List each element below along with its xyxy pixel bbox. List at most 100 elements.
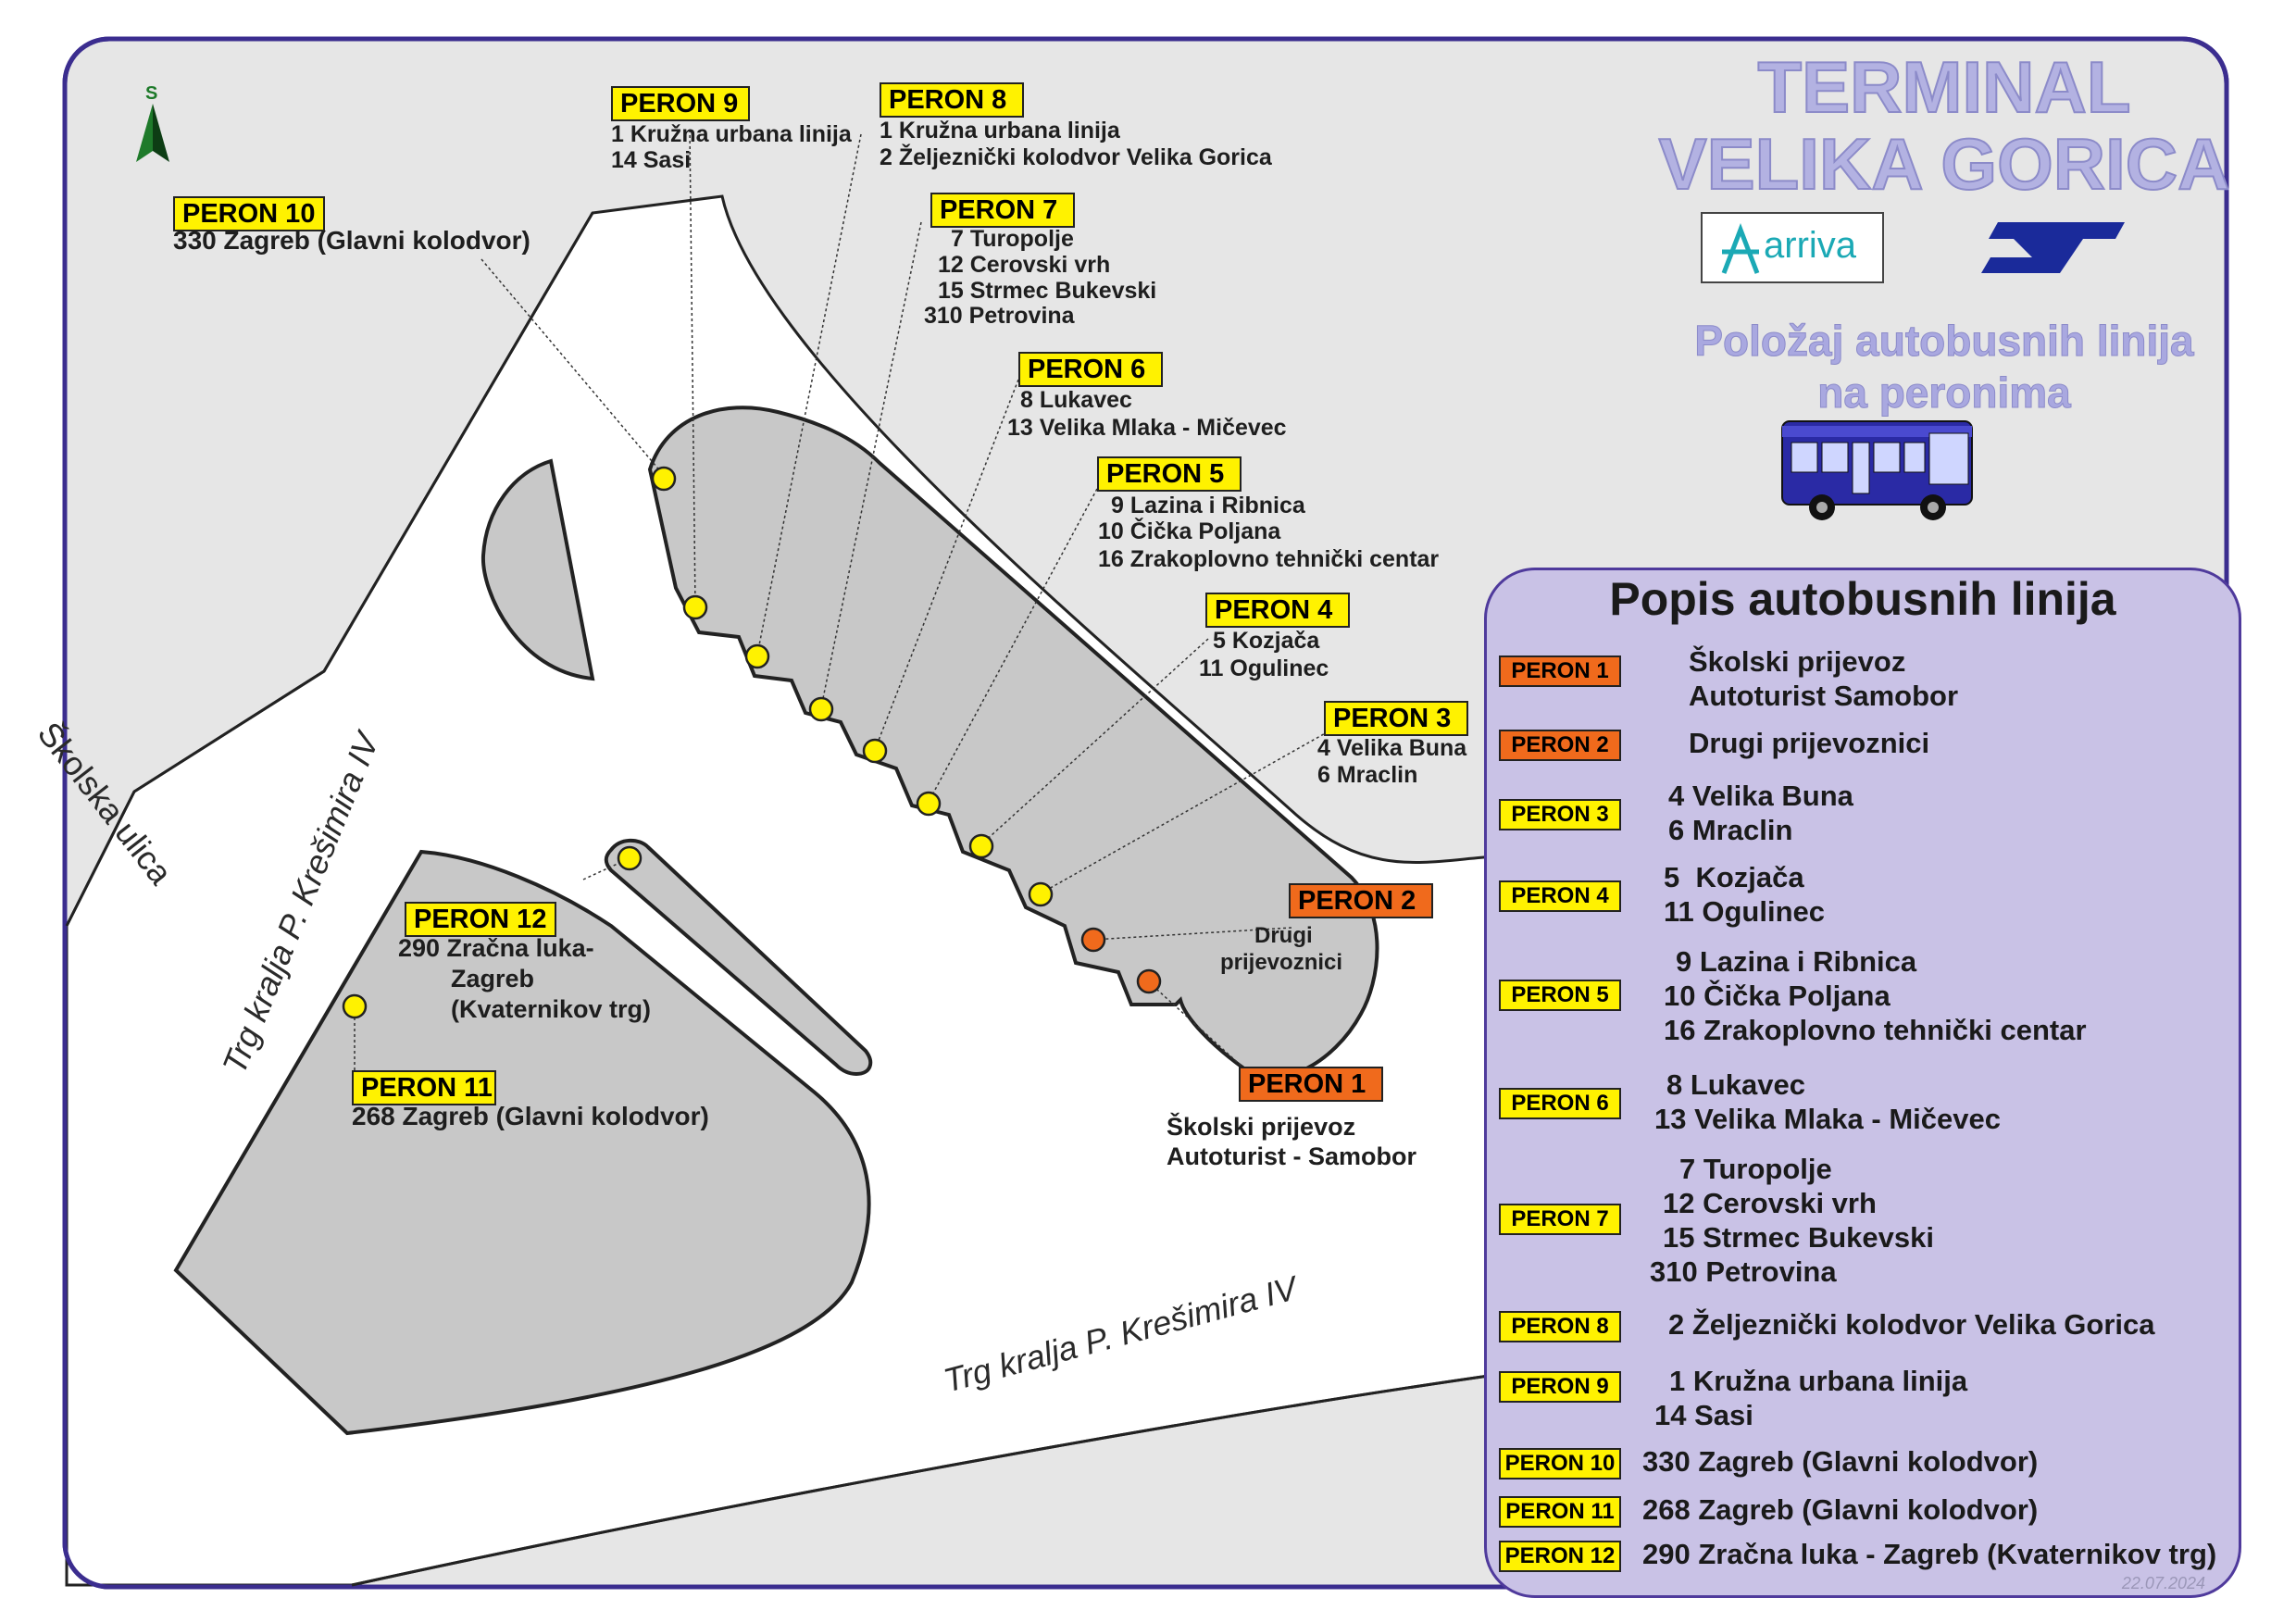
legend-line: 290 Zračna luka - Zagreb (Kvaternikov tr… <box>1642 1538 2217 1570</box>
road-edge-upper <box>65 212 594 927</box>
arriva-logo <box>1701 212 1884 283</box>
subtitle-line2: na peronima <box>1817 368 2072 418</box>
legend-badge: PERON 10 <box>1499 1448 1621 1479</box>
compass-arrow-icon <box>136 104 169 162</box>
compass-label: S <box>145 83 158 104</box>
peron-5-line-2: 10 Čička Poljana <box>1098 518 1281 544</box>
legend-badge: PERON 5 <box>1499 980 1621 1011</box>
peron-11-label: PERON 11 <box>352 1070 496 1105</box>
legend-line: Autoturist Samobor <box>1689 680 1959 712</box>
legend-line: 9 Lazina i Ribnica <box>1676 945 1917 978</box>
peron-5-label: PERON 5 <box>1097 456 1242 492</box>
bus-icon <box>1781 420 1973 520</box>
peron-7-line-4: 310 Petrovina <box>924 303 1075 329</box>
peron-7-line-1: 7 Turopolje <box>951 226 1074 252</box>
peron-6-badge[interactable]: PERON 6 <box>1018 352 1163 387</box>
peron-7-marker[interactable] <box>744 643 770 669</box>
legend-badge: PERON 12 <box>1499 1541 1621 1572</box>
peron-markers <box>342 466 1162 1019</box>
peron-9-marker[interactable] <box>651 466 677 492</box>
peron-5-badge[interactable]: PERON 5 <box>1097 456 1242 492</box>
peron-2-marker[interactable] <box>1080 927 1106 953</box>
peron-4-marker[interactable] <box>916 791 942 817</box>
terminal-title-line2: VELIKA GORICA <box>1658 123 2231 205</box>
peron-6-label: PERON 6 <box>1018 352 1163 387</box>
peron-1-marker[interactable] <box>1136 968 1162 994</box>
legend-badge: PERON 2 <box>1499 730 1621 761</box>
peron-9-badge[interactable]: PERON 9 <box>611 86 750 121</box>
peron-11-line-1: 268 Zagreb (Glavni kolodvor) <box>352 1102 709 1130</box>
peron-4-line-1: 5 Kozjača <box>1213 628 1320 654</box>
legend-line: 2 Željeznički kolodvor Velika Gorica <box>1668 1308 2155 1341</box>
peron-4-badge[interactable]: PERON 4 <box>1205 593 1350 628</box>
peron-5-line-3: 16 Zrakoplovno tehnički centar <box>1098 546 1440 572</box>
peron-4-line-2: 11 Ogulinec <box>1199 655 1329 681</box>
peron-6-marker[interactable] <box>808 696 834 722</box>
peron-12-marker[interactable] <box>617 845 643 871</box>
legend-line: Drugi prijevoznici <box>1689 727 1930 759</box>
island-halfcircle <box>480 458 595 681</box>
peron-3-line-2: 6 Mraclin <box>1317 762 1418 788</box>
legend-line: 310 Petrovina <box>1650 1255 1837 1288</box>
peron-2-line-2: prijevoznici <box>1220 950 1343 975</box>
peron-3b-marker[interactable] <box>1028 881 1054 907</box>
peron-3-label: PERON 3 <box>1324 701 1468 736</box>
legend-badge: PERON 4 <box>1499 880 1621 912</box>
peron-10-label: PERON 10 <box>173 196 325 231</box>
peron-4-label: PERON 4 <box>1205 593 1350 628</box>
peron-8-line-1: 1 Kružna urbana linija <box>880 118 1120 144</box>
peron-7-badge[interactable]: PERON 7 <box>930 193 1075 228</box>
peron-7-line-3: 15 Strmec Bukevski <box>938 278 1157 304</box>
peron-12-badge[interactable]: PERON 12 <box>405 902 556 937</box>
peron-11-badge[interactable]: PERON 11 <box>352 1070 496 1105</box>
peron-1-line-1: Školski prijevoz <box>1167 1113 1356 1141</box>
peron-1-badge[interactable]: PERON 1 <box>1239 1067 1383 1102</box>
arriva-logo-text: arriva <box>1764 225 1857 266</box>
peron-1-label: PERON 1 <box>1239 1067 1383 1102</box>
peron-10-badge[interactable]: PERON 10 <box>173 196 325 231</box>
peron-8-badge[interactable]: PERON 8 <box>880 82 1024 118</box>
legend-line: 15 Strmec Bukevski <box>1663 1221 1934 1254</box>
peron-9-line-2: 14 Sasi <box>611 147 692 173</box>
legend-line: 16 Zrakoplovno tehnički centar <box>1664 1014 2087 1046</box>
legend-badge: PERON 7 <box>1499 1204 1621 1235</box>
peron-1-line-2: Autoturist - Samobor <box>1167 1142 1416 1170</box>
terminal-title-line1: TERMINAL <box>1757 46 2132 128</box>
peron-8-label: PERON 8 <box>880 82 1024 118</box>
legend-date: 22.07.2024 <box>2121 1574 2205 1592</box>
peron-12-line-2: Zagreb <box>451 965 535 993</box>
legend-badge: PERON 8 <box>1499 1311 1621 1342</box>
peron-3-badge[interactable]: PERON 3 <box>1324 701 1468 736</box>
peron-12-line-1: 290 Zračna luka- <box>398 934 594 962</box>
legend-line: 14 Sasi <box>1654 1399 1753 1431</box>
peron-9-line-1: 1 Kružna urbana linija <box>611 121 852 147</box>
legend-line: 6 Mraclin <box>1668 814 1793 846</box>
peron-6-line-1: 8 Lukavec <box>1020 387 1132 413</box>
legend-badge: PERON 3 <box>1499 799 1621 830</box>
legend-line: 268 Zagreb (Glavni kolodvor) <box>1642 1493 2039 1526</box>
legend-badge: PERON 1 <box>1499 655 1621 687</box>
peron-5-marker[interactable] <box>862 738 888 764</box>
peron-8-marker[interactable] <box>682 594 708 620</box>
peron-6-line-2: 13 Velika Mlaka - Mičevec <box>1007 415 1287 441</box>
legend-line: 10 Čička Poljana <box>1664 980 1890 1012</box>
peron-3-line-1: 4 Velika Buna <box>1317 735 1467 761</box>
subtitle-line1: Položaj autobusnih linija <box>1694 317 2194 366</box>
road-edge-lower <box>351 1373 1496 1587</box>
peron-9-label: PERON 9 <box>611 86 750 121</box>
peron-2-badge[interactable]: PERON 2 <box>1289 883 1433 918</box>
legend-line: 1 Kružna urbana linija <box>1669 1365 1968 1397</box>
peron-10-line-1: 330 Zagreb (Glavni kolodvor) <box>173 226 530 255</box>
peron-3-marker[interactable] <box>968 833 994 859</box>
legend-badge: PERON 9 <box>1499 1371 1621 1403</box>
legend-line: 7 Turopolje <box>1679 1153 1832 1185</box>
legend-line: 8 Lukavec <box>1666 1068 1805 1101</box>
peron-12-line-3: (Kvaternikov trg) <box>451 995 652 1023</box>
legend-badge: PERON 6 <box>1499 1088 1621 1119</box>
peron-12-label: PERON 12 <box>405 902 556 937</box>
legend-line: 330 Zagreb (Glavni kolodvor) <box>1642 1445 2039 1478</box>
narrow-platform <box>604 838 873 1077</box>
peron-11-marker[interactable] <box>342 993 368 1019</box>
peron-2-label: PERON 2 <box>1289 883 1433 918</box>
legend-line: 12 Cerovski vrh <box>1663 1187 1877 1219</box>
